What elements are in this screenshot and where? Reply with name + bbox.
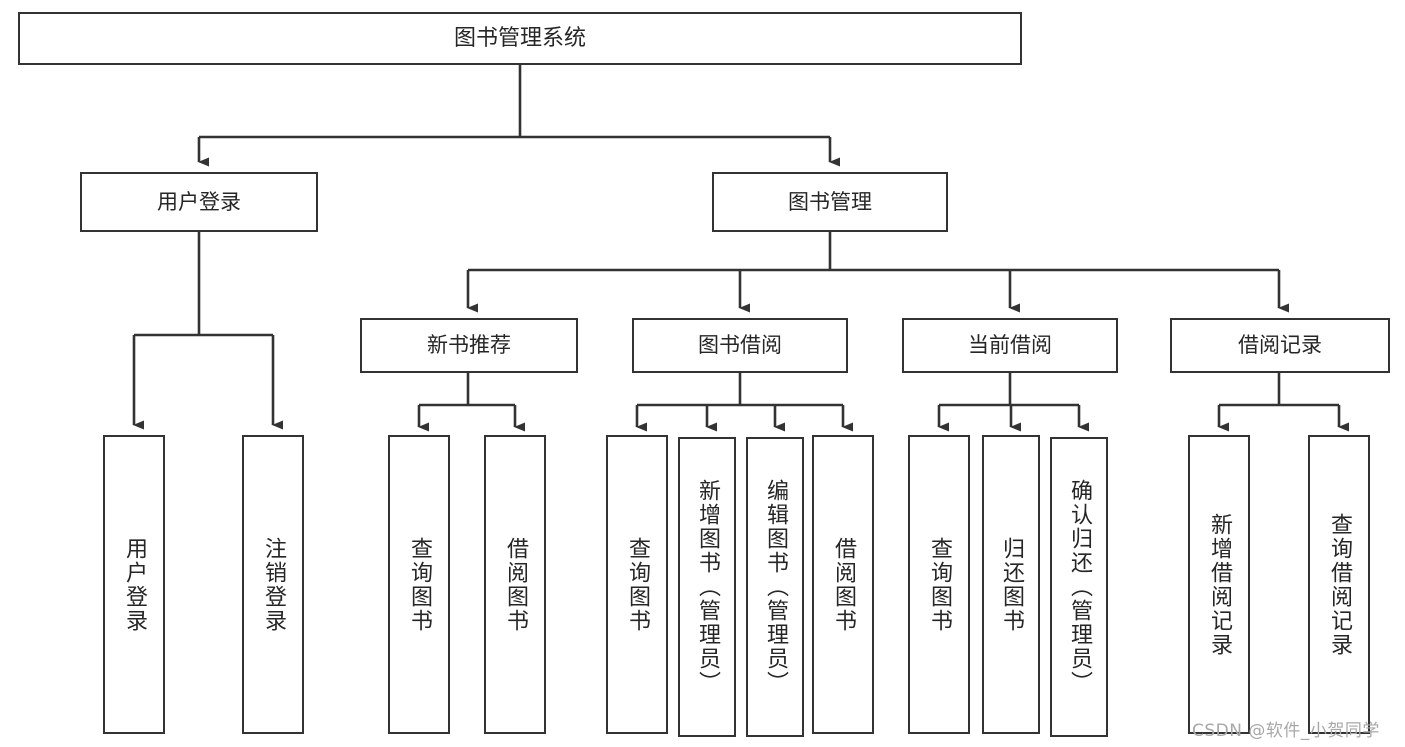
- node-label: 查询图书: [624, 536, 650, 633]
- node-leaf-edit-book-admin[interactable]: 编辑图书（管理员）: [746, 437, 804, 737]
- node-label: 图书管理系统: [453, 25, 586, 51]
- node-label: 查询图书: [926, 536, 952, 633]
- node-leaf-query-book-borrowing[interactable]: 查询图书: [606, 435, 668, 734]
- node-leaf-query-borrowing-record[interactable]: 查询借阅记录: [1308, 435, 1370, 734]
- node-label: 用户登录: [121, 536, 147, 633]
- node-book-management[interactable]: 图书管理: [712, 172, 948, 232]
- node-label: 借阅图书: [502, 536, 528, 633]
- node-leaf-add-borrowing-record[interactable]: 新增借阅记录: [1188, 435, 1250, 734]
- node-book-borrowing[interactable]: 图书借阅: [632, 318, 848, 373]
- node-label: 当前借阅: [968, 333, 1052, 358]
- node-leaf-query-book-current[interactable]: 查询图书: [908, 435, 970, 734]
- node-label: 注销登录: [260, 536, 286, 633]
- csdn-watermark: CSDN @软件_小贺同学: [1192, 721, 1380, 741]
- node-label: 用户登录: [157, 189, 241, 214]
- node-leaf-borrow-book-new-rec[interactable]: 借阅图书: [484, 435, 546, 734]
- node-new-book-recommendation[interactable]: 新书推荐: [360, 318, 578, 373]
- node-label: 图书管理: [788, 189, 872, 214]
- node-borrowing-record[interactable]: 借阅记录: [1170, 318, 1390, 373]
- node-label: 编辑图书（管理员）: [762, 479, 788, 695]
- node-label: 图书借阅: [698, 333, 782, 358]
- node-leaf-add-book-admin[interactable]: 新增图书（管理员）: [678, 437, 736, 737]
- node-current-borrowing[interactable]: 当前借阅: [902, 318, 1118, 373]
- node-label: 归还图书: [998, 536, 1024, 633]
- node-label: 新增借阅记录: [1206, 512, 1232, 657]
- node-label: 借阅图书: [830, 536, 856, 633]
- node-leaf-user-login[interactable]: 用户登录: [103, 435, 165, 734]
- node-leaf-query-book-new-rec[interactable]: 查询图书: [388, 435, 450, 734]
- node-label: 确认归还（管理员）: [1066, 479, 1092, 695]
- node-label: 查询图书: [406, 536, 432, 633]
- node-label: 借阅记录: [1238, 333, 1322, 358]
- node-root-book-management-system[interactable]: 图书管理系统: [18, 12, 1022, 65]
- node-label: 新增图书（管理员）: [694, 479, 720, 695]
- node-leaf-logout[interactable]: 注销登录: [242, 435, 304, 734]
- node-label: 查询借阅记录: [1326, 512, 1352, 657]
- node-label: 新书推荐: [427, 333, 511, 358]
- node-user-login[interactable]: 用户登录: [80, 172, 318, 232]
- node-leaf-borrow-book-borrowing[interactable]: 借阅图书: [812, 435, 874, 734]
- node-leaf-return-book[interactable]: 归还图书: [982, 435, 1040, 734]
- node-leaf-confirm-return-admin[interactable]: 确认归还（管理员）: [1050, 437, 1108, 737]
